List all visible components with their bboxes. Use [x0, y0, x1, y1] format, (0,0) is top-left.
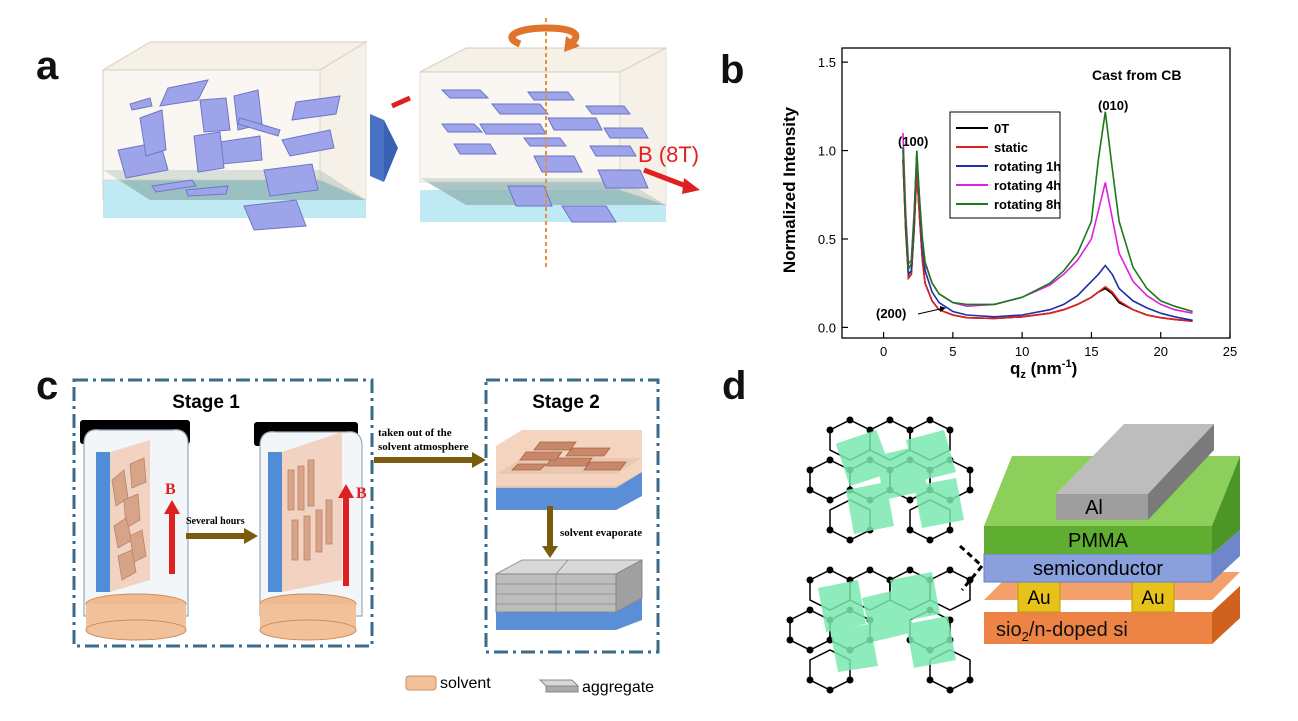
stage2-title: Stage 2	[532, 392, 600, 413]
panel-label-a: a	[36, 44, 59, 88]
x-tick-label: 15	[1084, 344, 1098, 359]
x-ticks: 0 5 10 15 20 25	[880, 332, 1237, 359]
semiconductor-label: semiconductor	[1033, 558, 1163, 580]
annotation-200: (200)	[876, 306, 906, 321]
panel-label-d: d	[722, 364, 747, 408]
legend-entry: rotating 1h	[994, 159, 1061, 174]
au-electrode-left	[1017, 581, 1061, 613]
molecular-lattice-top	[806, 416, 974, 544]
x-tick-label: 20	[1153, 344, 1167, 359]
step2-label-line2: solvent atmosphere	[378, 441, 469, 453]
xrd-chart: 0 5 10 15 20 25 0.0 0.5 1.0 1.5 Cast from CB Nor…	[780, 47, 1237, 381]
panel-label-c: c	[36, 364, 59, 408]
legend-entry: 0T	[994, 121, 1009, 136]
stage2-film-wet	[496, 430, 642, 510]
panel-d-illustration: sio2/n-doped si Au Au semiconductor PMMA…	[786, 416, 1240, 694]
au-label-right: Au	[1141, 588, 1164, 609]
annotation-100: (100)	[898, 134, 928, 149]
pmma-layer	[984, 526, 1212, 554]
legend-entry: rotating 4h	[994, 178, 1061, 193]
panel-c-illustration: Stage 1 B Several hours	[72, 378, 660, 696]
field-label-c2: B	[356, 485, 367, 502]
y-ticks: 0.0 0.5 1.0 1.5	[818, 55, 848, 335]
al-label: Al	[1085, 497, 1103, 519]
x-tick-label: 10	[1015, 344, 1029, 359]
step3-label: solvent evaporate	[560, 527, 642, 539]
al-layer	[1056, 494, 1148, 520]
series-lines	[902, 111, 1193, 322]
chart-title: Cast from CB	[1092, 67, 1181, 83]
legend-entry: rotating 8h	[994, 197, 1061, 212]
semiconductor-layer	[983, 553, 1213, 583]
vial-1: B	[80, 420, 190, 641]
device-stack: sio2/n-doped si Au Au semiconductor PMMA…	[983, 424, 1240, 644]
x-tick-label: 0	[880, 344, 887, 359]
legend-solvent-label: solvent	[440, 675, 491, 692]
y-tick-label: 1.5	[818, 55, 836, 70]
substrate-label: sio2/n-doped si	[996, 619, 1128, 644]
y-tick-label: 1.0	[818, 144, 836, 159]
series-line-4	[902, 111, 1193, 313]
step2-label-line1: taken out of the	[378, 427, 452, 439]
chart-frame	[841, 47, 1231, 339]
aligned-platelets-box	[419, 47, 667, 223]
chart-legend: 0T static rotating 1h rotating 4h rotating 8…	[949, 111, 1061, 219]
annotation-010: (010)	[1098, 98, 1128, 113]
x-tick-label: 25	[1223, 344, 1237, 359]
stage2-film-dry	[495, 559, 643, 630]
field-label-a: B (8T)	[638, 142, 699, 167]
stage2-frame	[484, 378, 660, 654]
legend-aggregate-label: aggregate	[582, 679, 654, 696]
step1-label: Several hours	[186, 516, 245, 527]
random-platelets-box	[101, 41, 368, 231]
x-axis-label: qz (nm-1)	[1010, 358, 1077, 381]
vial-2: B	[254, 422, 367, 641]
au-electrode-right	[1131, 581, 1175, 613]
legend-entry: static	[994, 140, 1028, 155]
panel-label-b: b	[720, 48, 745, 92]
x-tick-label: 5	[949, 344, 956, 359]
panel-a-illustration: B (8T)	[101, 18, 700, 270]
pmma-label: PMMA	[1068, 530, 1129, 552]
substrate-layer	[984, 612, 1212, 644]
y-axis-label: Normalized Intensity	[780, 106, 799, 273]
molecular-lattice-bottom	[786, 566, 974, 694]
stage1-frame	[72, 378, 374, 648]
panel-c-legend: solvent aggregate	[405, 675, 654, 696]
field-label-c1: B	[165, 481, 176, 498]
y-tick-label: 0.5	[818, 232, 836, 247]
y-tick-label: 0.0	[818, 320, 836, 335]
process-arrow	[370, 114, 384, 182]
stage1-title: Stage 1	[172, 392, 240, 413]
au-label-left: Au	[1027, 588, 1050, 609]
